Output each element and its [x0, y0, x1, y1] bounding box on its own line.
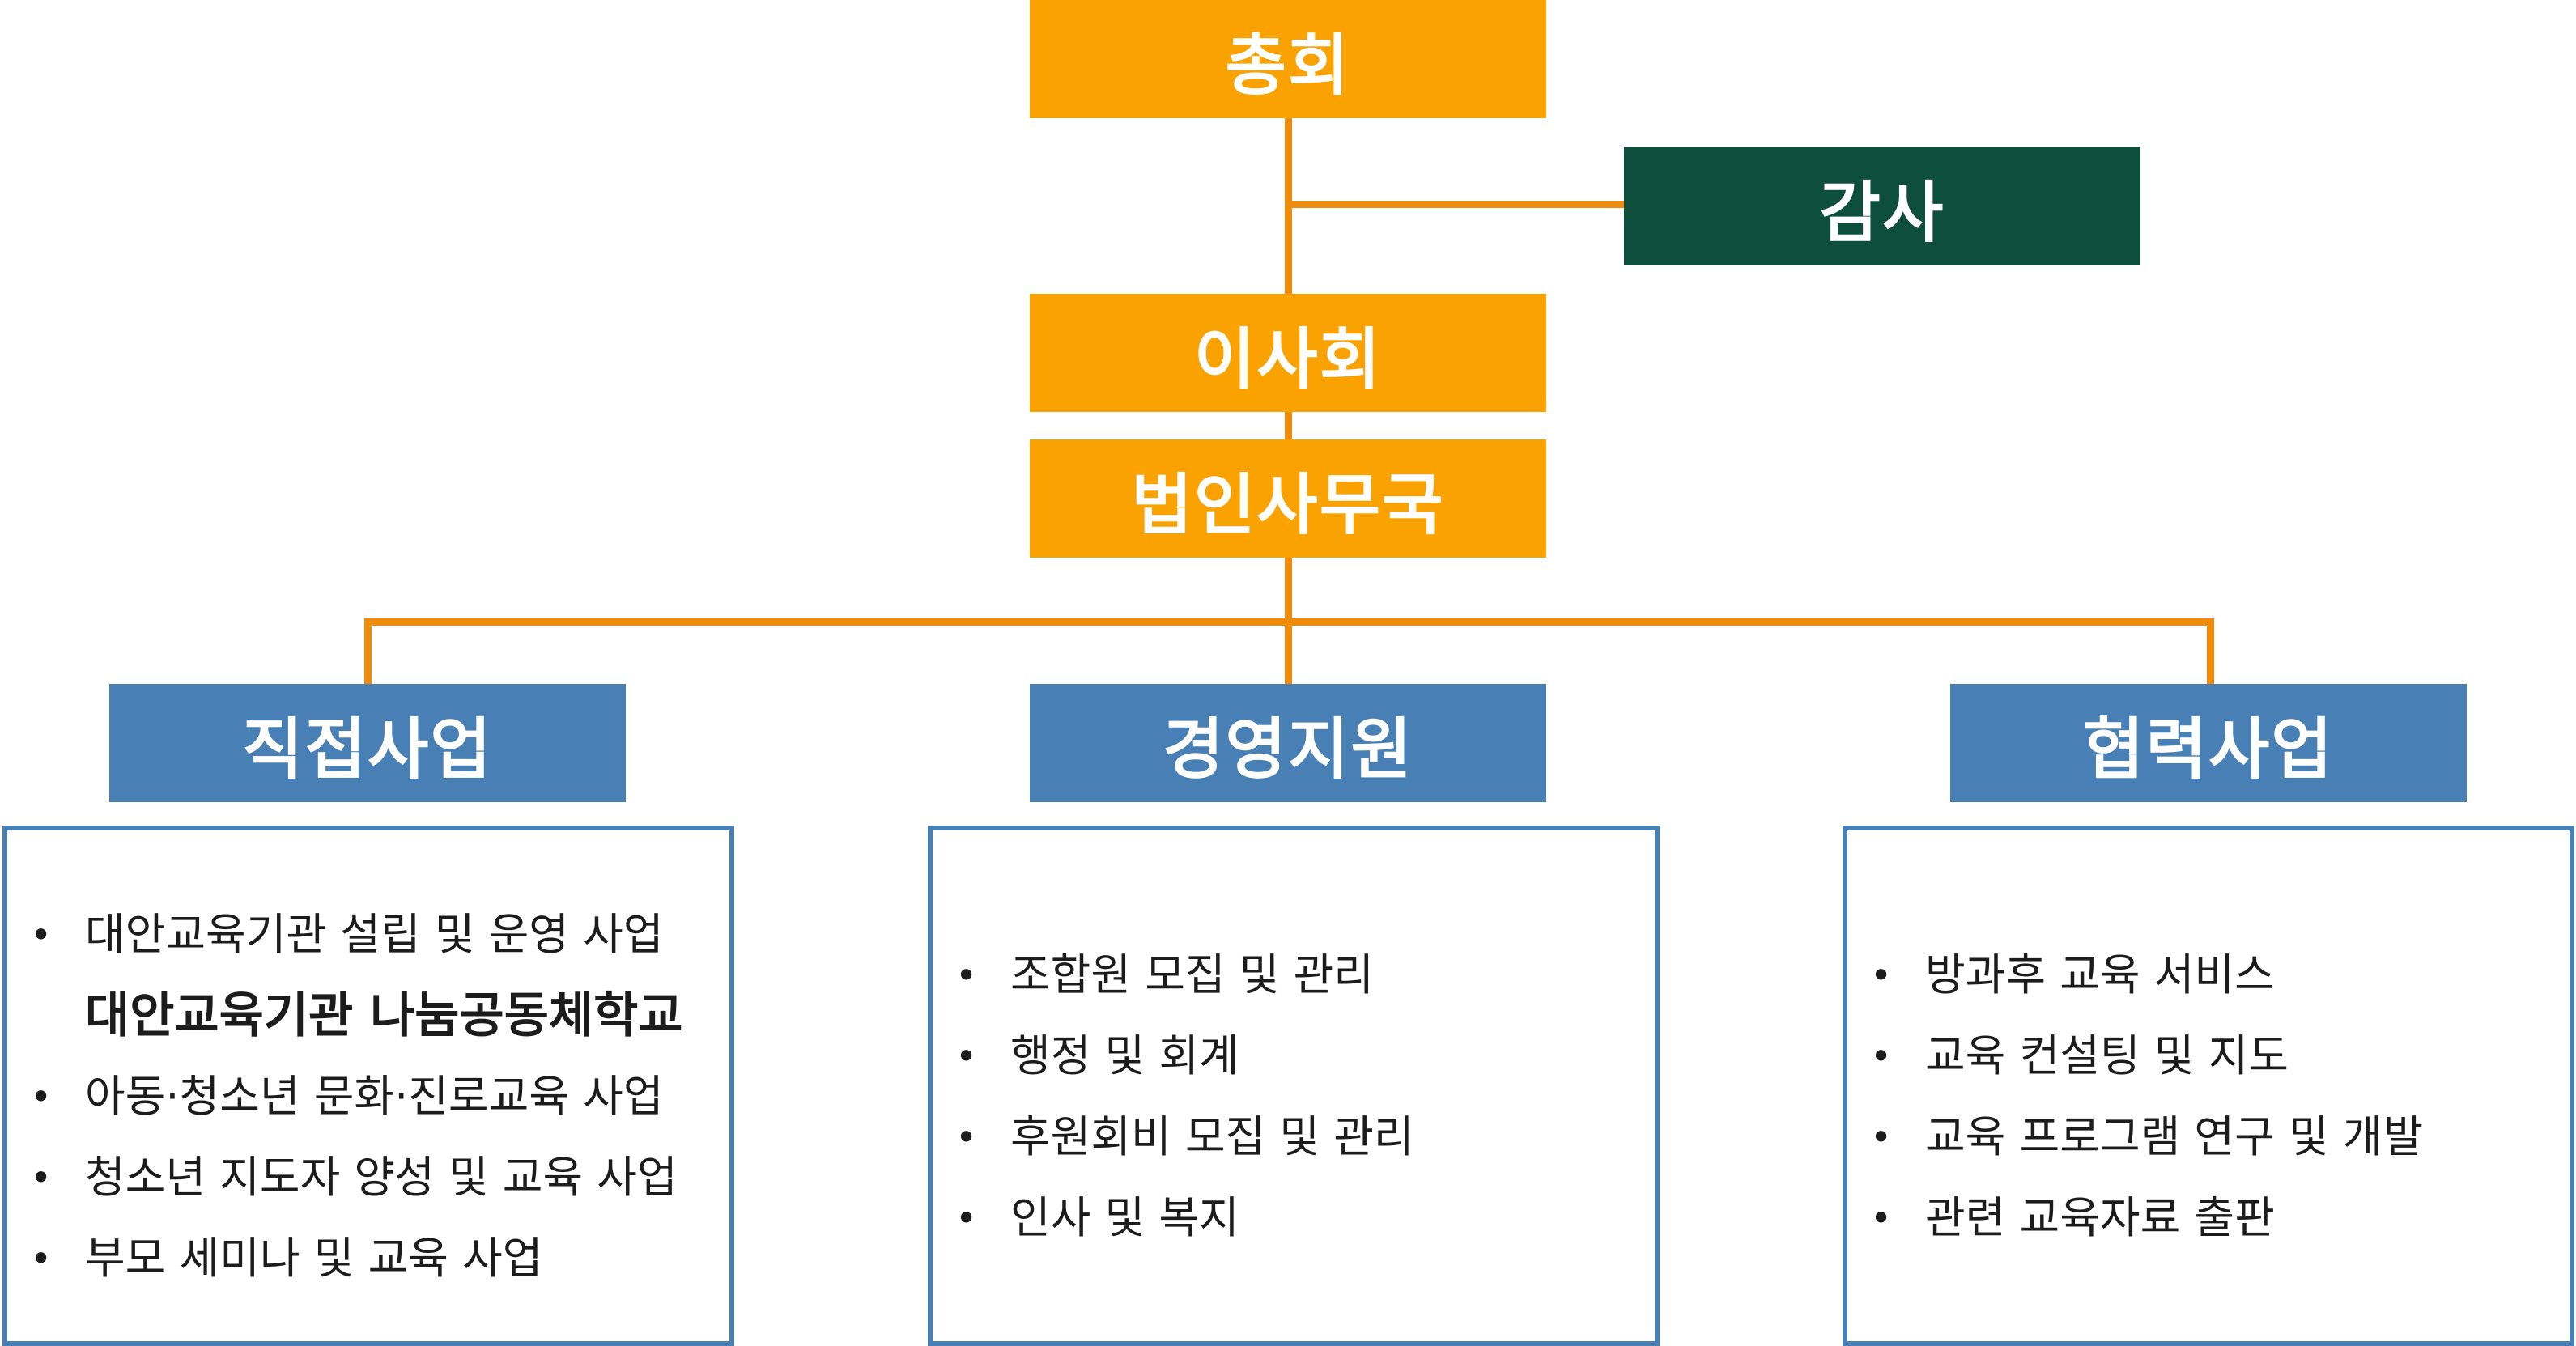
connector-horizontal-bus — [364, 618, 2214, 626]
bullet: • — [1870, 1195, 1893, 1240]
management-support-panel: •조합원 모집 및 관리 •행정 및 회계 •후원회비 모집 및 관리 •인사 … — [928, 826, 1660, 1346]
list-item: •관련 교육자료 출판 — [1847, 1178, 2570, 1259]
management-support-list: •조합원 모집 및 관리 •행정 및 회계 •후원회비 모집 및 관리 •인사 … — [933, 935, 1655, 1259]
connector-left-drop — [364, 618, 372, 685]
list-item: •아동·청소년 문화·진로교육 사업 — [7, 1056, 729, 1137]
list-item: •교육 컨설팅 및 지도 — [1847, 1016, 2570, 1097]
board-box: 이사회 — [1030, 294, 1546, 412]
list-item: •교육 프로그램 연구 및 개발 — [1847, 1097, 2570, 1178]
bullet: • — [955, 1034, 978, 1078]
direct-business-panel: •대안교육기관 설립 및 운영 사업 대안교육기관 나눔공동체학교 •아동·청소… — [2, 826, 734, 1346]
connector-board-secretariat — [1285, 409, 1292, 441]
division-cooperation-business-box: 협력사업 — [1950, 684, 2467, 802]
bullet: • — [1870, 1034, 1893, 1078]
cooperation-business-panel: •방과후 교육 서비스 •교육 컨설팅 및 지도 •교육 프로그램 연구 및 개… — [1843, 826, 2574, 1346]
division-title: 경영지원 — [1163, 711, 1413, 788]
list-item-school-name: 대안교육기관 나눔공동체학교 — [85, 987, 683, 1044]
list-item: •대안교육기관 설립 및 운영 사업 — [7, 894, 729, 975]
general-assembly-box: 총회 — [1030, 0, 1546, 118]
bullet: • — [30, 1155, 53, 1200]
list-item: •방과후 교육 서비스 — [1847, 935, 2570, 1016]
division-management-support-box: 경영지원 — [1030, 684, 1546, 802]
list-item: •인사 및 복지 — [933, 1178, 1655, 1259]
general-assembly-label: 총회 — [1225, 27, 1351, 104]
secretariat-box: 법인사무국 — [1030, 439, 1546, 558]
bullet: • — [955, 1115, 978, 1159]
list-item: •부모 세미나 및 교육 사업 — [7, 1218, 729, 1299]
bullet: • — [30, 1236, 53, 1280]
direct-business-list: •대안교육기관 설립 및 운영 사업 대안교육기관 나눔공동체학교 •아동·청소… — [7, 894, 729, 1299]
connector-to-audit — [1285, 201, 1625, 208]
list-item: •후원회비 모집 및 관리 — [933, 1097, 1655, 1178]
audit-label: 감사 — [1819, 174, 1945, 252]
bullet: • — [1870, 1115, 1893, 1159]
bullet: • — [30, 1074, 53, 1119]
division-title: 협력사업 — [2083, 711, 2334, 788]
bullet: • — [30, 912, 53, 957]
connector-right-drop — [2207, 618, 2214, 685]
bullet: • — [1870, 953, 1893, 997]
board-label: 이사회 — [1193, 321, 1383, 398]
secretariat-label: 법인사무국 — [1131, 466, 1445, 544]
cooperation-business-list: •방과후 교육 서비스 •교육 컨설팅 및 지도 •교육 프로그램 연구 및 개… — [1847, 935, 2570, 1259]
list-item: •행정 및 회계 — [933, 1016, 1655, 1097]
division-direct-business-box: 직접사업 — [109, 684, 626, 802]
division-title: 직접사업 — [242, 711, 493, 788]
list-item: •조합원 모집 및 관리 — [933, 935, 1655, 1016]
bullet: • — [955, 953, 978, 997]
bullet: • — [955, 1195, 978, 1240]
audit-box: 감사 — [1624, 147, 2140, 265]
list-item: •청소년 지도자 양성 및 교육 사업 — [7, 1137, 729, 1218]
